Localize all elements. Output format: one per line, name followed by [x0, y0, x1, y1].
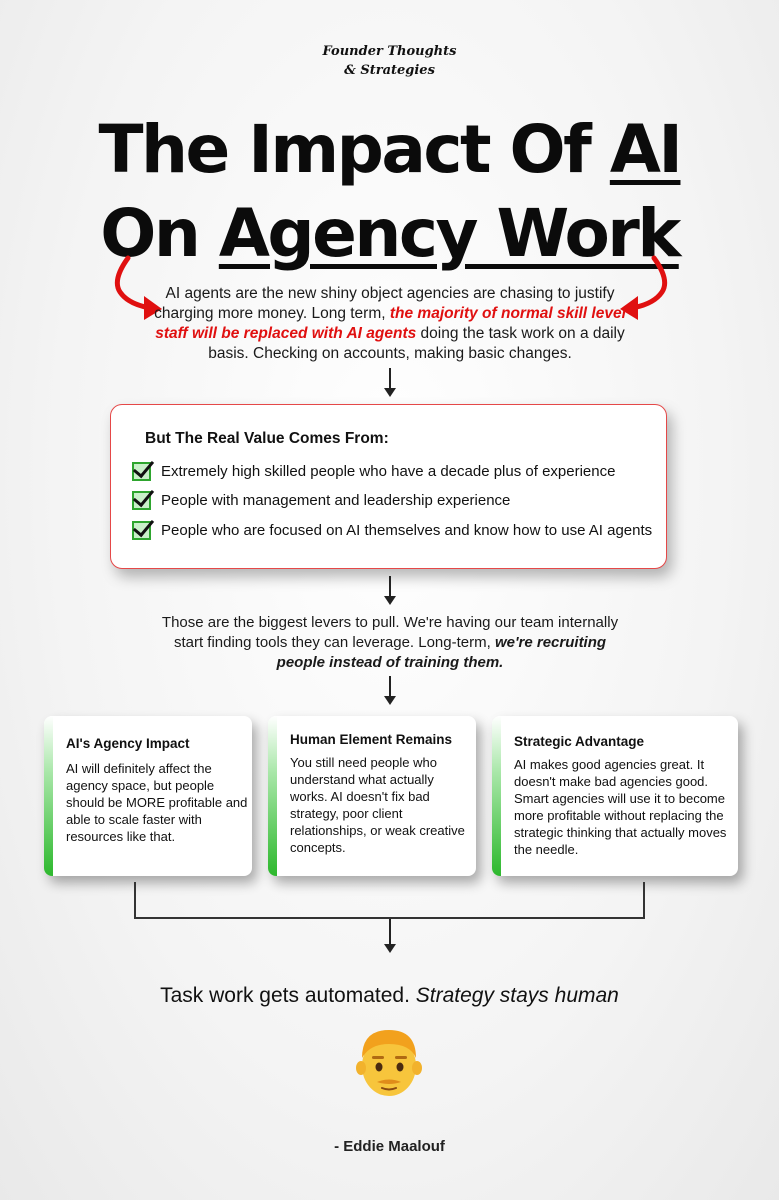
value-box-title: But The Real Value Comes From: — [145, 430, 389, 447]
curved-red-arrow-icon-right — [620, 255, 668, 320]
title-line-1-prefix: The Impact Of — [98, 111, 610, 188]
down-arrow-icon — [389, 919, 391, 945]
title-line-2-prefix: On — [100, 195, 219, 272]
card-title: Human Element Remains — [290, 732, 453, 747]
title-line-1: The Impact Of AI — [0, 108, 779, 192]
logo-line-1: Founder Thoughts — [322, 44, 457, 59]
down-arrow-head — [384, 596, 396, 605]
card-title: Strategic Advantage — [514, 734, 645, 749]
brand-logo: Founder Thoughts & Strategies — [0, 42, 779, 80]
bracket-left — [134, 882, 136, 918]
checkmark-icon — [132, 490, 151, 510]
value-item-text: People who are focused on AI themselves … — [161, 521, 653, 539]
checkmark-icon — [132, 520, 151, 540]
page-title: The Impact Of AI On Agency Work — [0, 108, 779, 276]
down-arrow-head — [384, 388, 396, 397]
logo-line-2: & Strategies — [344, 63, 435, 78]
bracket-right — [643, 882, 645, 918]
intro-text-end: doing the task work on a daily basis. Ch… — [208, 325, 625, 362]
title-line-2: On Agency Work — [0, 192, 779, 276]
closing-statement: Task work gets automated. Strategy stays… — [0, 984, 779, 1008]
card-body: You still need people who understand wha… — [290, 755, 465, 855]
value-box — [110, 404, 667, 569]
value-item-text: People with management and leadership ex… — [161, 491, 511, 509]
card-body: AI will definitely affect the agency spa… — [66, 761, 248, 844]
value-item: Extremely high skilled people who have a… — [132, 458, 615, 484]
intro-text: AI agents are the new shiny object agenc… — [154, 285, 615, 322]
man-emoji-icon — [356, 1030, 422, 1096]
down-arrow-head — [384, 944, 396, 953]
curved-red-arrow-icon-left — [114, 255, 162, 320]
middle-paragraph: Those are the biggest levers to pull. We… — [150, 613, 630, 673]
middle-text: Those are the biggest levers to pull. We… — [161, 614, 619, 651]
card-ai-agency-impact: AI's Agency Impact AI will definitely af… — [44, 716, 252, 876]
value-item: People who are focused on AI themselves … — [132, 517, 652, 543]
closing-text: Task work gets automated. — [160, 984, 416, 1007]
down-arrow-icon — [389, 576, 391, 596]
intro-highlight: the majority of normal skill level staff… — [155, 305, 626, 342]
down-arrow-head — [384, 696, 396, 705]
title-underlined-agency-work: Agency Work — [218, 195, 681, 272]
checkmark-icon — [132, 461, 151, 481]
card-human-element-remains: Human Element Remains You still need peo… — [268, 716, 476, 876]
middle-emphasis: we're recruiting people instead of train… — [276, 634, 607, 671]
down-arrow-icon — [389, 676, 391, 696]
intro-paragraph: AI agents are the new shiny object agenc… — [140, 284, 640, 364]
value-item: People with management and leadership ex… — [132, 487, 510, 513]
value-item-text: Extremely high skilled people who have a… — [161, 462, 616, 480]
card-strategic-advantage: Strategic Advantage AI makes good agenci… — [492, 716, 738, 876]
card-title: AI's Agency Impact — [66, 736, 190, 751]
title-underlined-ai: AI — [609, 111, 683, 188]
down-arrow-icon — [389, 368, 391, 388]
closing-emphasis: Strategy stays human — [415, 984, 619, 1007]
card-body: AI makes good agencies great. It doesn't… — [514, 757, 727, 857]
signature: - Eddie Maalouf — [334, 1138, 445, 1155]
bracket-bottom — [134, 917, 645, 919]
